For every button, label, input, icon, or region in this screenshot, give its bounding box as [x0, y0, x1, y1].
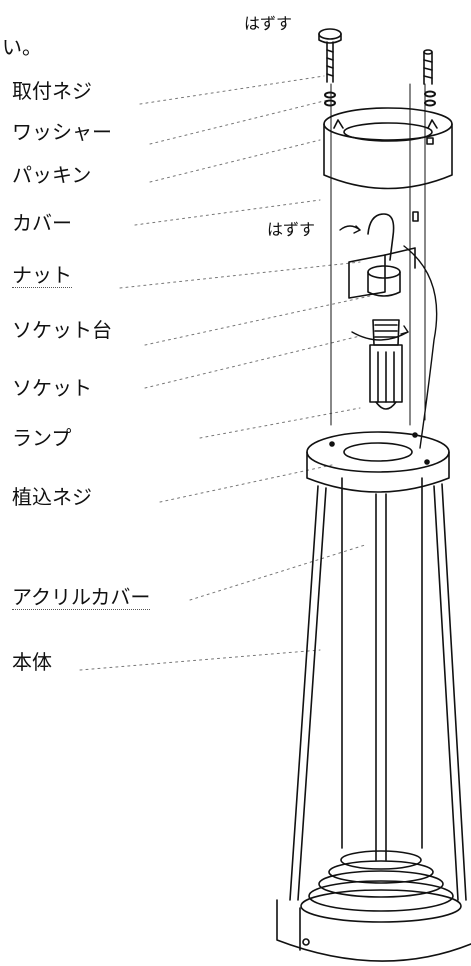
leader-nut — [119, 261, 361, 289]
leader-lamp — [199, 407, 361, 439]
label-washer: ワッシャー — [12, 120, 112, 144]
stud-cap — [412, 211, 419, 222]
label-lamp: ランプ — [12, 426, 72, 450]
cover — [323, 107, 453, 190]
leader-acrylic-cover — [189, 544, 366, 601]
label-stud-screw: 植込ネジ — [12, 485, 92, 509]
mounting-screw-removable — [318, 28, 342, 83]
socket-base — [348, 247, 416, 299]
leader-mounting-screw — [139, 75, 325, 105]
leader-washer — [149, 99, 329, 145]
assembly-guide-lines — [330, 83, 426, 426]
label-packing: パッキン — [12, 163, 92, 187]
mounting-ring — [306, 431, 450, 493]
leader-body — [79, 649, 321, 671]
body — [289, 477, 467, 901]
cord — [367, 213, 438, 449]
label-socket-base: ソケット台 — [12, 318, 112, 342]
label-mounting-screw: 取付ネジ — [12, 79, 92, 103]
leader-socket-base — [144, 295, 371, 346]
socket — [372, 319, 400, 346]
leader-lines — [79, 75, 371, 671]
leader-packing — [149, 139, 321, 183]
label-nut: ナット — [12, 263, 72, 288]
label-cover: カバー — [12, 211, 72, 235]
mounting-screw-fixed — [423, 49, 433, 85]
washers — [324, 90, 436, 107]
lamp — [369, 344, 403, 410]
leader-cover — [134, 199, 321, 226]
label-acrylic-cover: アクリルカバー — [12, 585, 151, 610]
callout-remove-top: はずす — [244, 14, 293, 33]
leader-socket — [144, 335, 361, 389]
callout-remove-mid: はずす — [267, 220, 316, 239]
text-fragment: い。 — [2, 35, 42, 59]
base — [276, 850, 471, 962]
label-body: 本体 — [12, 650, 52, 674]
label-socket: ソケット — [12, 376, 92, 400]
rotate-arrows — [339, 225, 409, 341]
